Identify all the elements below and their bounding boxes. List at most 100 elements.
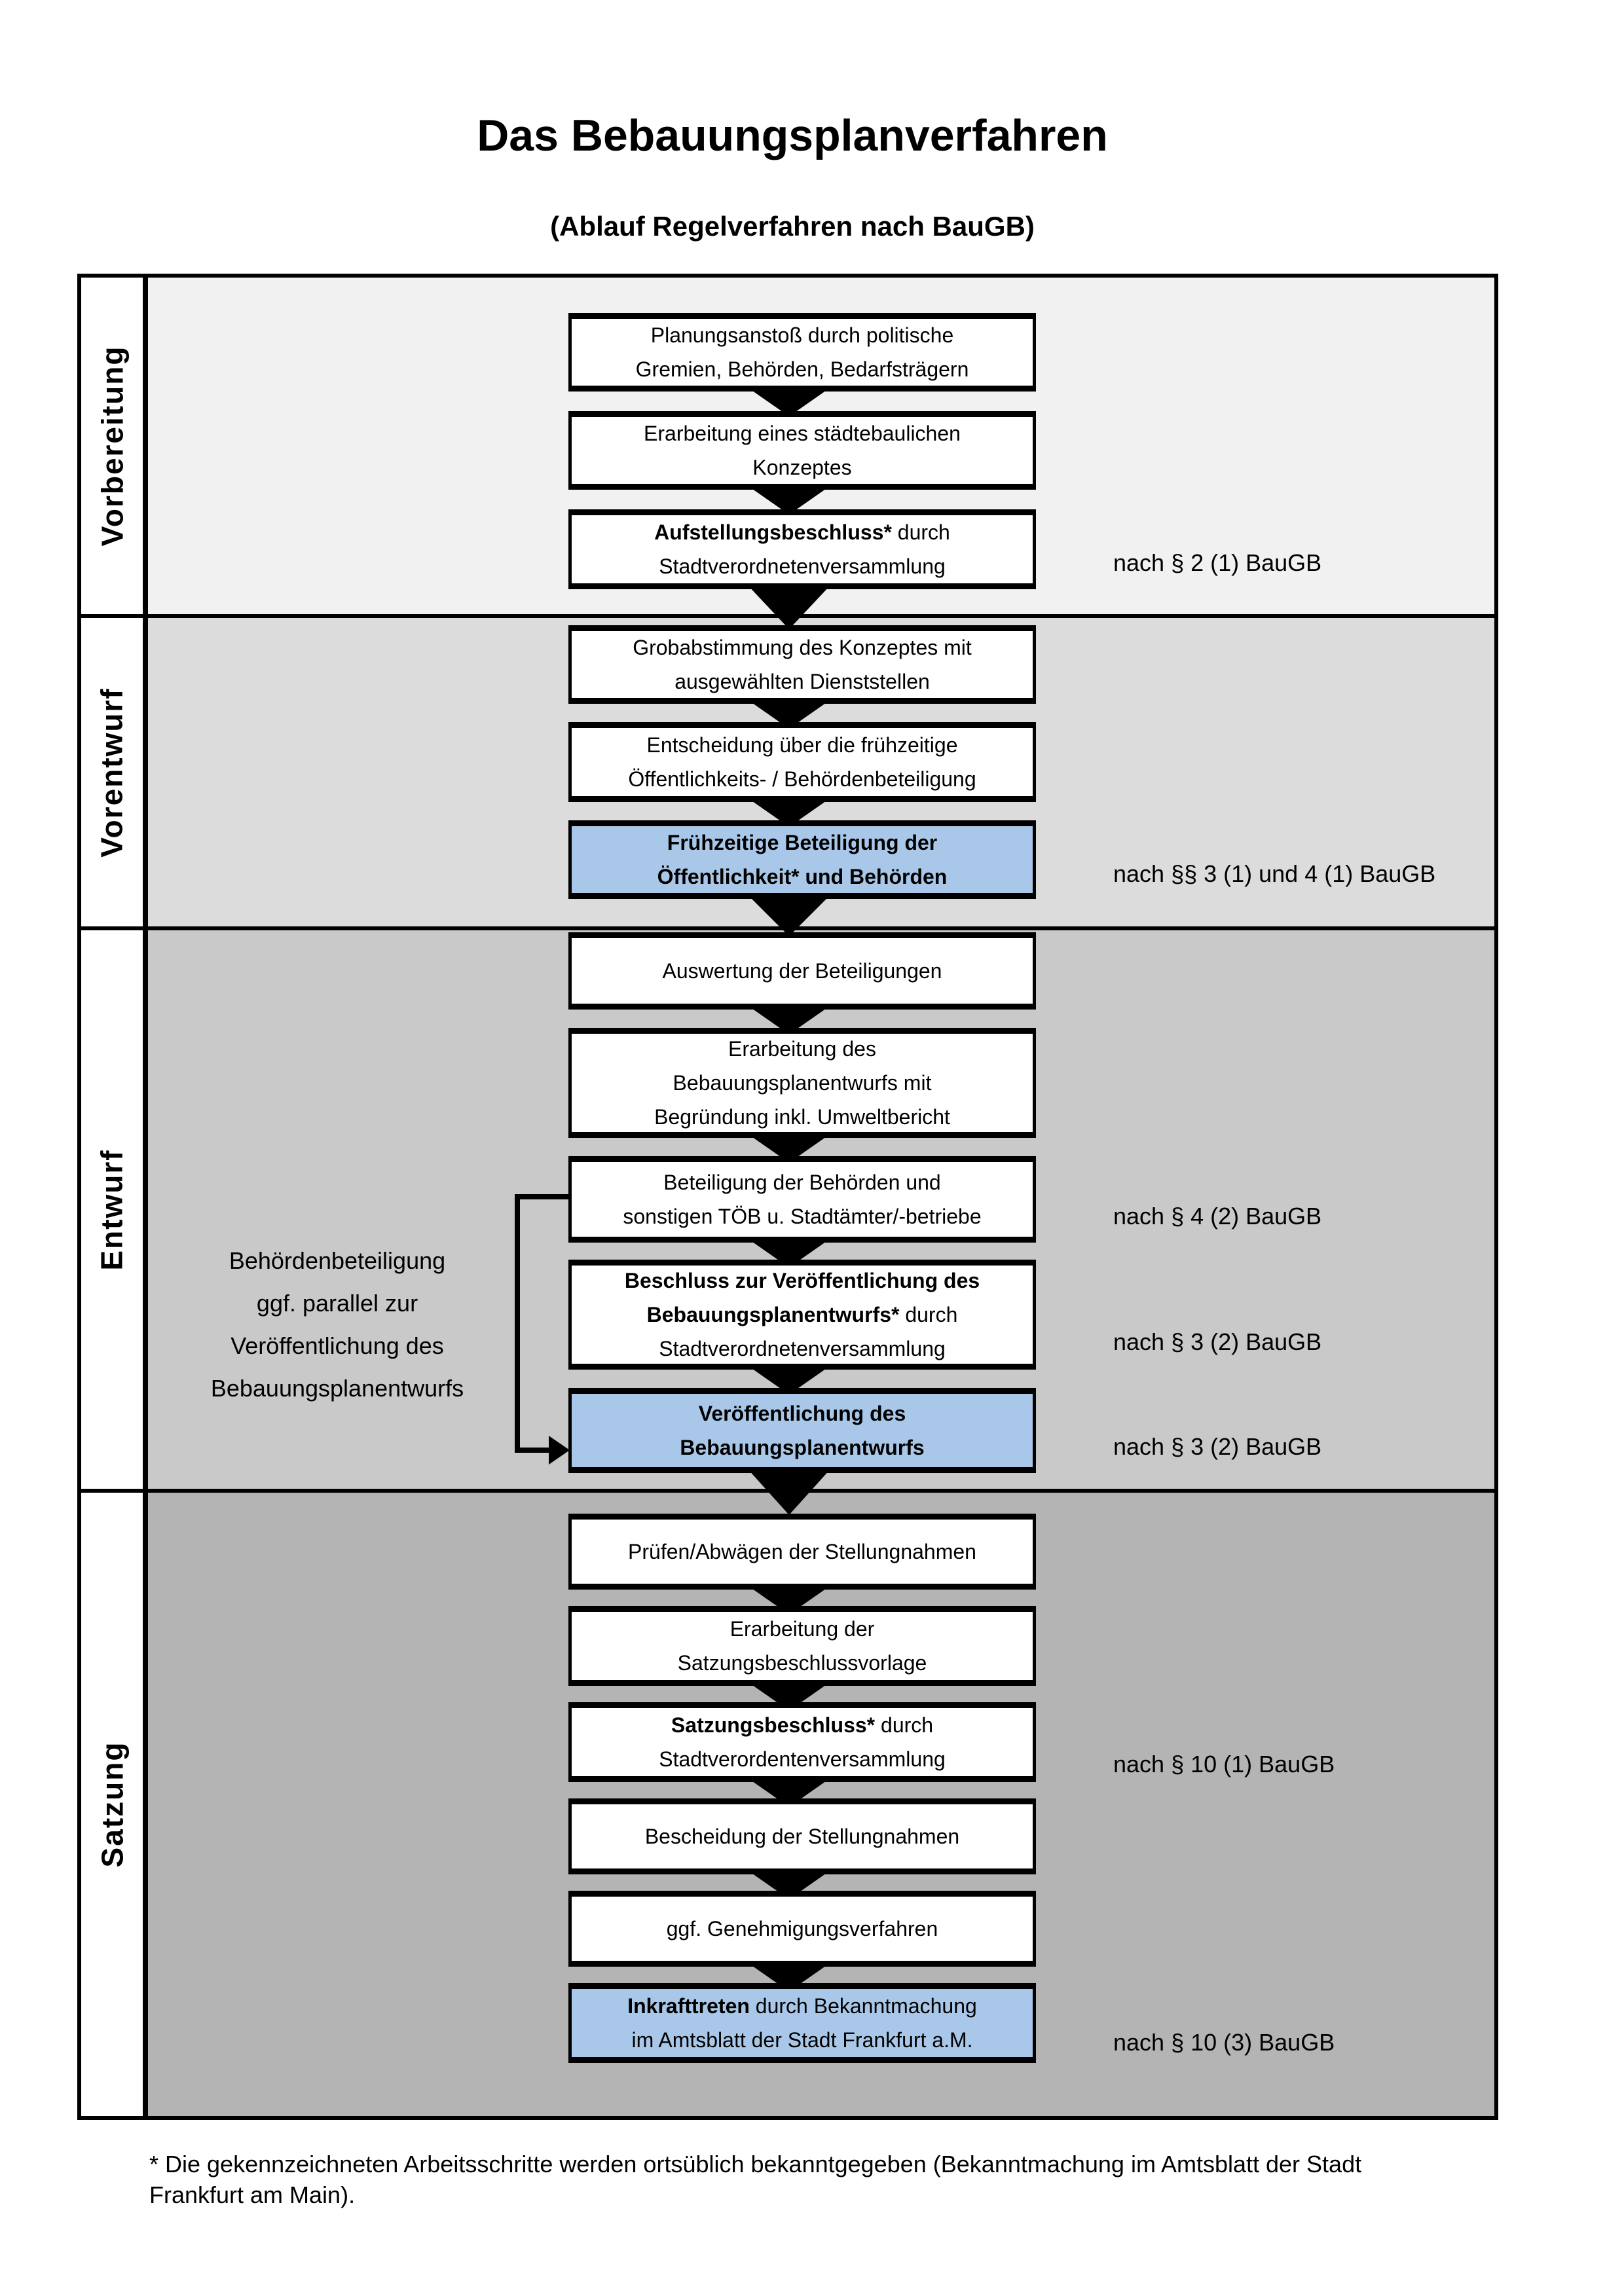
- legal-annotation: nach §§ 3 (1) und 4 (1) BauGB: [1113, 860, 1436, 887]
- flow-box-pruefen-abwaegen: Prüfen/Abwägen der Stellungnahmen: [568, 1514, 1036, 1590]
- flow-box-line: Begründung inkl. Umweltbericht: [654, 1100, 950, 1134]
- text: durch Bekanntmachung: [749, 1994, 977, 2018]
- flow-box-line: Bebauungsplanentwurfs: [680, 1430, 924, 1465]
- flow-box-inkrafttreten: Inkrafttreten durch Bekanntmachung im Amt…: [568, 1983, 1036, 2063]
- text: sonstigen TÖB u. Stadtämter/-betriebe: [623, 1205, 982, 1228]
- flow-box-bescheidung-stellungnahmen: Bescheidung der Stellungnahmen: [568, 1798, 1036, 1874]
- flow-box-line: im Amtsblatt der Stadt Frankfurt a.M.: [631, 2023, 972, 2057]
- text: Öffentlichkeits- / Behördenbeteiligung: [628, 767, 976, 791]
- text: Entscheidung über die frühzeitige: [646, 733, 958, 757]
- text: Erarbeitung der: [729, 1617, 875, 1641]
- flow-box-line: Stadtverordnetenversammlung: [659, 549, 946, 583]
- flow-box-line: Prüfen/Abwägen der Stellungnahmen: [628, 1535, 976, 1569]
- text: Stadtverordentenversammlung: [659, 1747, 946, 1771]
- text: Erarbeitung eines städtebaulichen: [644, 422, 961, 445]
- text: Erarbeitung des: [728, 1037, 876, 1061]
- bold-text: Frühzeitige Beteiligung der: [667, 831, 938, 854]
- bold-text: Bebauungsplanentwurfs: [680, 1436, 925, 1459]
- text: ausgewählten Dienststellen: [674, 670, 930, 693]
- text: Stadtverordnetenversammlung: [659, 1337, 946, 1360]
- connector-vertical-segment: [515, 1194, 520, 1453]
- legal-annotation: nach § 3 (2) BauGB: [1113, 1328, 1322, 1355]
- text: durch: [899, 1303, 958, 1326]
- flow-box-line: Grobabstimmung des Konzeptes mit: [633, 630, 972, 665]
- text: Auswertung der Beteiligungen: [662, 959, 942, 983]
- flow-box-genehmigungsverfahren: ggf. Genehmigungsverfahren: [568, 1891, 1036, 1967]
- phase-label-cell: Entwurf: [81, 930, 143, 1489]
- flow-box-line: Satzungsbeschluss* durch: [671, 1708, 933, 1742]
- text: Satzungsbeschlussvorlage: [677, 1651, 927, 1675]
- bold-text: Öffentlichkeit* und Behörden: [657, 865, 948, 888]
- bold-text: Satzungsbeschluss*: [671, 1713, 876, 1737]
- flow-box-line: Satzungsbeschlussvorlage: [678, 1646, 927, 1680]
- flow-box-line: Öffentlichkeits- / Behördenbeteiligung: [628, 762, 976, 796]
- phase-label: Vorbereitung: [95, 345, 130, 547]
- legal-annotation: nach § 4 (2) BauGB: [1113, 1203, 1322, 1230]
- legal-annotation: nach § 10 (3) BauGB: [1113, 2029, 1335, 2056]
- text: Bescheidung der Stellungnahmen: [644, 1825, 960, 1848]
- text: Konzeptes: [752, 456, 852, 479]
- flow-box-line: ggf. Genehmigungsverfahren: [667, 1912, 938, 1946]
- phase-label-cell: Vorentwurf: [81, 618, 143, 926]
- side-note-line: Bebauungsplanentwurfs: [210, 1375, 464, 1402]
- phase-label-cell: Satzung: [81, 1493, 143, 2116]
- flow-box-line: Öffentlichkeit* und Behörden: [657, 860, 948, 894]
- connector-top-segment: [515, 1194, 568, 1199]
- bold-text: Aufstellungsbeschluss*: [654, 520, 892, 544]
- flow-box-line: Beschluss zur Veröffentlichung des: [625, 1264, 980, 1298]
- label-column-divider: [143, 278, 148, 2116]
- flow-box-line: Stadtverordentenversammlung: [659, 1742, 946, 1776]
- text: Gremien, Behörden, Bedarfsträgern: [635, 357, 969, 381]
- text: durch: [875, 1713, 934, 1737]
- flow-box-line: Bescheidung der Stellungnahmen: [645, 1819, 959, 1853]
- text: Prüfen/Abwägen der Stellungnahmen: [628, 1540, 976, 1563]
- bold-text: Bebauungsplanentwurfs*: [646, 1303, 900, 1326]
- flow-box-line: Erarbeitung eines städtebaulichen: [644, 416, 961, 450]
- legal-annotation: nach § 2 (1) BauGB: [1113, 549, 1322, 576]
- flow-box-line: Entscheidung über die frühzeitige: [647, 728, 958, 762]
- flow-box-line: Beteiligung der Behörden und: [663, 1165, 940, 1199]
- text: Bebauungsplanentwurfs mit: [673, 1071, 932, 1095]
- flow-box-line: Veröffentlichung des: [699, 1396, 906, 1430]
- flow-box-line: Aufstellungsbeschluss* durch: [654, 515, 950, 549]
- flow-arrow-down: [748, 895, 830, 936]
- flow-box-grobabstimmung: Grobabstimmung des Konzeptes mit ausgewäh…: [568, 625, 1036, 704]
- connector-arrowhead-right: [549, 1436, 570, 1465]
- phase-label: Satzung: [95, 1741, 130, 1868]
- text: im Amtsblatt der Stadt Frankfurt a.M.: [631, 2028, 973, 2052]
- side-note-line: Veröffentlichung des: [231, 1332, 444, 1359]
- flow-box-line: Gremien, Behörden, Bedarfsträgern: [636, 352, 969, 386]
- footnote-line2: Frankfurt am Main).: [149, 2181, 356, 2208]
- flow-box-line: Konzeptes: [752, 450, 851, 484]
- bold-text: Veröffentlichung des: [698, 1402, 906, 1425]
- page-title: Das Bebauungsplanverfahren: [477, 111, 1108, 160]
- text: Planungsanstoß durch politische: [650, 323, 954, 347]
- side-note-line: Behördenbeteiligung: [229, 1247, 446, 1274]
- text: Grobabstimmung des Konzeptes mit: [633, 636, 972, 659]
- footnote: * Die gekennzeichneten Arbeitsschritte w…: [149, 2149, 1505, 2210]
- flow-box-line: ausgewählten Dienststellen: [674, 665, 930, 699]
- flow-box-line: Bebauungsplanentwurfs* durch: [647, 1298, 958, 1332]
- flow-arrow-down: [748, 585, 830, 629]
- phase-label: Entwurf: [95, 1148, 130, 1271]
- flow-box-line: Erarbeitung des: [728, 1032, 876, 1066]
- flow-box-line: sonstigen TÖB u. Stadtämter/-betriebe: [623, 1199, 981, 1233]
- flow-box-line: Bebauungsplanentwurfs mit: [673, 1066, 932, 1100]
- flow-box-line: Stadtverordnetenversammlung: [659, 1332, 946, 1366]
- text: durch: [891, 520, 950, 544]
- connector-bottom-segment: [515, 1448, 550, 1453]
- flow-box-line: Auswertung der Beteiligungen: [663, 954, 942, 988]
- bold-text: Inkrafttreten: [627, 1994, 750, 2018]
- flow-box-line: Inkrafttreten durch Bekanntmachung: [627, 1989, 977, 2023]
- side-note-line: ggf. parallel zur: [256, 1290, 418, 1317]
- legal-annotation: nach § 3 (2) BauGB: [1113, 1433, 1322, 1460]
- phase-label: Vorentwurf: [95, 687, 129, 858]
- text: Beteiligung der Behörden und: [663, 1171, 941, 1194]
